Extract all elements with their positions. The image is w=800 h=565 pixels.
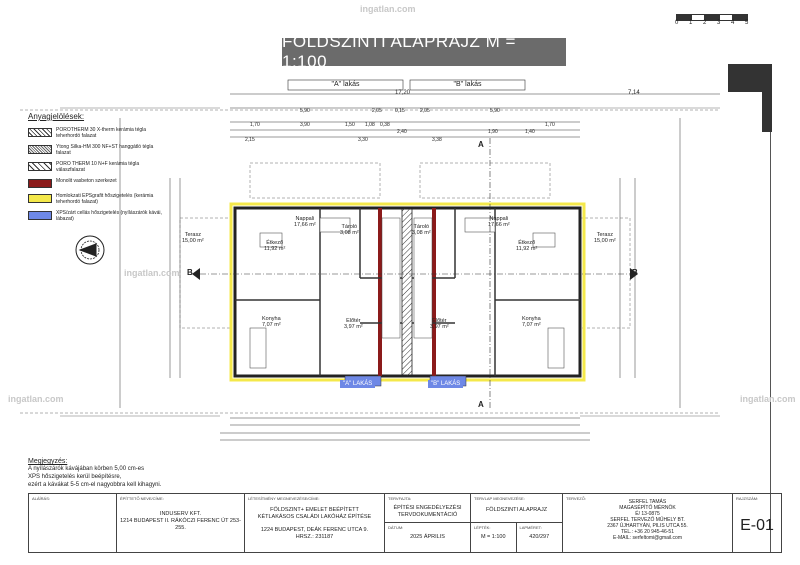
legend-item: Ytong Silka-HM 300 NF+ST hanggátló tégla…	[28, 144, 168, 156]
dim-total-width: 17,20	[395, 90, 411, 96]
watermark: ingatlan.com	[124, 268, 180, 278]
legend-swatch	[28, 145, 52, 154]
section-mark-left: B	[187, 268, 193, 277]
dim: 1,70	[250, 122, 260, 128]
scale-segment	[676, 14, 692, 21]
dim: 0,38	[380, 122, 390, 128]
notes: Megjegyzés: A nyílászárók kávájában körb…	[28, 458, 228, 489]
note-line: A nyílászárók kávájában körben 5,00 cm-e…	[28, 466, 145, 472]
dim: 5,90	[490, 108, 500, 114]
dim: 1,70	[545, 122, 555, 128]
sheet-corner-mark	[728, 64, 772, 552]
legend-item: Monolit vasbeton szerkezet	[28, 178, 168, 188]
floor-plan	[20, 79, 720, 441]
legend-swatch	[28, 179, 52, 188]
drawing-title: FÖLDSZINTI ALAPRAJZ M = 1:100	[282, 32, 566, 71]
scale-tick: 0	[675, 20, 679, 26]
corner-line	[770, 132, 771, 552]
dim: 2,15	[245, 137, 255, 143]
note-line: ezért a kávákat 5-5 cm-el nagyobbra kell…	[28, 482, 162, 488]
note-line: XPS hőszigetelés kerül beépítésre,	[28, 474, 122, 480]
scale-tick: 5	[745, 20, 749, 26]
dim: 2,40	[397, 129, 407, 135]
legend-item: XPS/zárt cellás hőszigetelés (nyílászáró…	[28, 210, 168, 222]
dim: 0,15	[395, 108, 405, 114]
section-mark-top: A	[478, 140, 484, 149]
dim: 5,90	[300, 108, 310, 114]
scale-tick: 1	[689, 20, 693, 26]
dim: 2,05	[420, 108, 430, 114]
material-legend: Anyagjelölések: POROTHERM 30 X-therm ker…	[28, 112, 168, 227]
sheet-number: E-01	[740, 517, 774, 534]
watermark: ingatlan.com	[8, 394, 64, 404]
legend-swatch	[28, 162, 52, 171]
watermark: ingatlan.com	[360, 4, 416, 14]
section-mark-right: B	[632, 268, 638, 277]
section-mark-bottom: A	[478, 400, 484, 409]
dim: 2,05	[372, 108, 382, 114]
title-block: ALÁÍRÁS: ÉPÍTTETŐ NEVE/CÍME: INDUSERV KF…	[28, 493, 782, 553]
unit-a-tag: "A" LAKÁS	[340, 380, 376, 388]
tb-designer: TERVEZŐ: SERFEL TAMÁS MAGASÉPÍTŐ MÉRNÖK …	[563, 494, 733, 552]
unit-b-tag: "B" LAKÁS	[428, 380, 464, 388]
tb-signature: ALÁÍRÁS:	[29, 494, 117, 552]
legend-item: POROTHERM 30 X-therm kerámia tégla teher…	[28, 127, 168, 139]
legend-item: PORO THERM 10 N+F kerámia tégla válaszfa…	[28, 161, 168, 173]
scale-bar: 0 1 2 3 4 5	[675, 14, 750, 26]
dim: 3,30	[358, 137, 368, 143]
dim: 3,38	[432, 137, 442, 143]
dim: 1,90	[488, 129, 498, 135]
watermark: ingatlan.com	[740, 394, 796, 404]
scale-tick: 3	[717, 20, 721, 26]
corner-block	[728, 64, 772, 92]
dim: 1,50	[345, 122, 355, 128]
legend-swatch	[28, 128, 52, 137]
legend-item: Homlokzati EPSgrafit hőszigetelés (kerám…	[28, 193, 168, 205]
dim: 1,08	[365, 122, 375, 128]
legend-swatch	[28, 211, 52, 220]
tb-sheet: RAJZSZÁM: E-01	[733, 494, 781, 552]
dim-side-width: 7,14	[628, 90, 640, 96]
scale-segment	[732, 14, 748, 21]
tb-owner: ÉPÍTTETŐ NEVE/CÍME: INDUSERV KFT. 1214 B…	[117, 494, 245, 552]
notes-heading: Megjegyzés:	[28, 458, 68, 465]
scale-segment	[704, 14, 720, 21]
legend-heading: Anyagjelölések:	[28, 112, 85, 121]
unit-a-header: "A" lakás	[331, 81, 360, 88]
tb-project: LÉTESÍTMÉNY MEGNEVEZÉSE/CÍME: FÖLDSZINT+…	[245, 494, 385, 552]
scale-tick: 2	[703, 20, 707, 26]
legend-swatch	[28, 194, 52, 203]
tb-phase: TERVFAJTA: ÉPÍTÉSI ENGEDÉLYEZÉSI TERVDOK…	[385, 494, 471, 552]
scale-tick: 4	[731, 20, 735, 26]
tb-drawing: TERVLAP MEGNEVEZÉSE: FÖLDSZINTI ALAPRAJZ…	[471, 494, 563, 553]
corner-bar	[762, 92, 772, 132]
dim: 1,40	[525, 129, 535, 135]
dim: 3,90	[300, 122, 310, 128]
unit-b-header: "B" lakás	[453, 81, 482, 88]
